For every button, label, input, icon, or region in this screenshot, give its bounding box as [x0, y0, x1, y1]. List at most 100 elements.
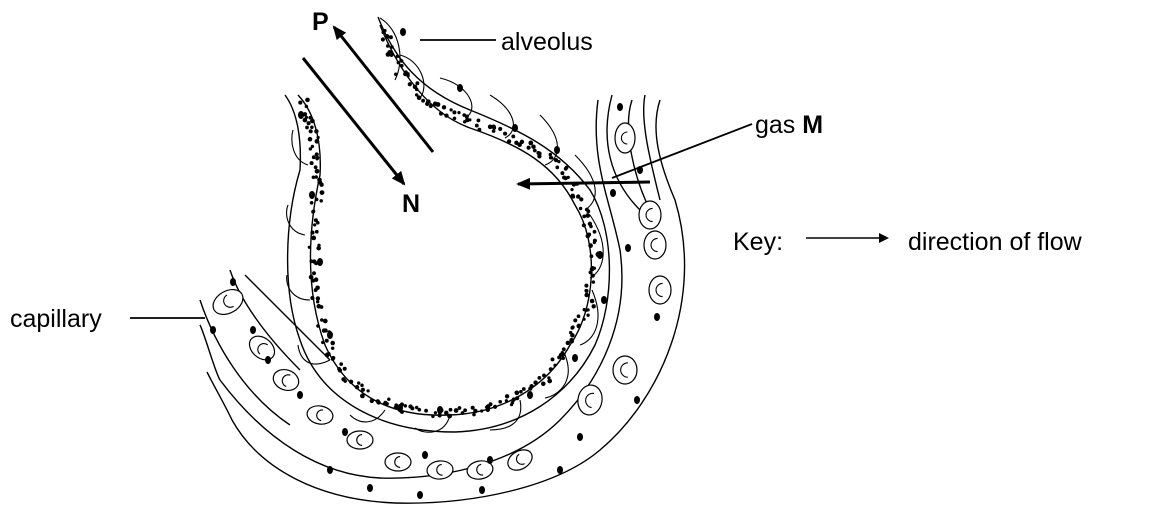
- moisture-dot: [341, 377, 345, 381]
- label-p: P: [312, 8, 329, 36]
- moisture-dot: [308, 246, 311, 249]
- moisture-dot: [493, 405, 497, 409]
- moisture-dot: [582, 215, 586, 219]
- moisture-dot: [471, 406, 475, 410]
- alveolus-label: alveolus: [501, 28, 593, 56]
- moisture-dot: [557, 355, 561, 359]
- moisture-dot: [442, 105, 446, 109]
- moisture-dot: [570, 339, 574, 343]
- moisture-dot: [425, 102, 429, 106]
- moisture-dot: [453, 117, 457, 121]
- moisture-dot: [400, 402, 404, 406]
- red-blood-cell: [504, 446, 536, 475]
- moisture-dot: [312, 209, 315, 212]
- moisture-dot: [307, 121, 311, 125]
- moisture-dot: [315, 198, 319, 202]
- moisture-dot: [493, 126, 497, 130]
- moisture-dot: [554, 158, 558, 162]
- moisture-dot: [343, 367, 347, 371]
- moisture-dot: [550, 156, 553, 159]
- moisture-dot: [586, 209, 590, 213]
- moisture-dot: [577, 314, 581, 318]
- moisture-dot: [319, 199, 322, 202]
- moisture-dot: [387, 398, 390, 401]
- moisture-dot: [400, 64, 404, 68]
- moisture-dot: [308, 116, 312, 120]
- key: Key: direction of flow: [733, 228, 1083, 256]
- moisture-dot: [315, 230, 319, 234]
- gas-m-label: gas M: [755, 111, 823, 139]
- moisture-dot: [527, 146, 531, 150]
- moisture-dot: [585, 289, 589, 293]
- moisture-dot: [386, 44, 389, 47]
- moisture-dot: [588, 243, 593, 248]
- moisture-dot: [590, 254, 594, 258]
- moisture-dot: [313, 223, 316, 226]
- moisture-dot: [325, 339, 329, 343]
- moisture-dot: [586, 234, 591, 239]
- moisture-dot: [520, 140, 524, 144]
- moisture-dot: [584, 308, 588, 312]
- moisture-dot: [452, 110, 456, 114]
- moisture-dot: [572, 195, 576, 199]
- moisture-dot: [314, 288, 318, 292]
- moisture-dot: [376, 400, 380, 404]
- moisture-dot: [303, 112, 307, 116]
- moisture-dot: [549, 153, 553, 157]
- moisture-dot: [573, 318, 577, 322]
- moisture-dot: [505, 394, 509, 398]
- moisture-dot: [357, 381, 360, 384]
- moisture-dot: [312, 271, 316, 275]
- moisture-dot: [582, 318, 585, 321]
- moisture-dot: [310, 119, 315, 124]
- red-blood-cell: [615, 123, 635, 153]
- moisture-dot: [498, 127, 502, 131]
- moisture-dot: [593, 241, 596, 244]
- moisture-dot: [312, 259, 316, 263]
- moisture-dot: [417, 95, 422, 100]
- moisture-dot: [503, 132, 507, 136]
- moisture-dot: [370, 399, 373, 402]
- moisture-dot: [591, 266, 595, 270]
- moisture-dot: [415, 88, 419, 92]
- moisture-dot: [394, 73, 398, 77]
- moisture-dot: [596, 254, 600, 258]
- red-blood-cell: [347, 431, 373, 449]
- moisture-dot: [533, 149, 537, 153]
- moisture-dot: [561, 356, 565, 360]
- red-blood-cell: [644, 231, 666, 259]
- moisture-dot: [317, 304, 322, 309]
- moisture-dot: [316, 296, 320, 300]
- moisture-dot: [400, 59, 404, 63]
- moisture-dot: [415, 406, 418, 409]
- label-n: N: [402, 190, 420, 218]
- moisture-dot: [437, 413, 441, 417]
- moisture-dot: [400, 410, 404, 414]
- moisture-dot: [465, 115, 469, 119]
- moisture-dot: [560, 171, 564, 175]
- moisture-dot: [593, 230, 597, 234]
- moisture-dot: [510, 403, 513, 406]
- moisture-dot: [579, 197, 583, 201]
- moisture-dot: [429, 104, 433, 108]
- moisture-dot: [531, 144, 536, 149]
- gas-m-arrow: [518, 182, 650, 184]
- moisture-dot: [582, 223, 586, 227]
- moisture-dot: [312, 176, 316, 180]
- moisture-dot: [396, 55, 399, 58]
- moisture-dot: [461, 411, 465, 415]
- moisture-dot: [326, 352, 330, 356]
- moisture-dot: [570, 326, 574, 330]
- moisture-dot: [408, 82, 412, 86]
- moisture-dot: [584, 293, 589, 298]
- moisture-dot: [314, 165, 318, 169]
- moisture-dot: [394, 403, 398, 407]
- moisture-dot: [305, 105, 309, 109]
- moisture-dot: [592, 304, 596, 308]
- moisture-dot: [315, 169, 320, 174]
- alveolar-nuclei: [298, 28, 623, 414]
- moisture-dot: [389, 35, 393, 39]
- moisture-layer-dots: [298, 29, 600, 419]
- moisture-dot: [507, 139, 511, 143]
